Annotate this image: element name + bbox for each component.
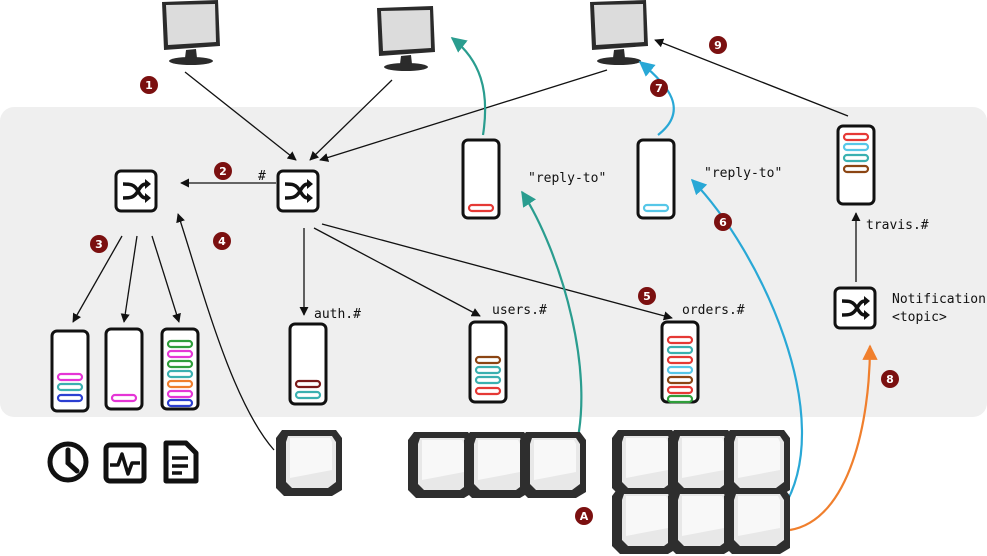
- travis-routing-key: travis.#: [866, 218, 929, 233]
- arrow-main-users: [313, 227, 481, 317]
- svg-text:6: 6: [719, 216, 727, 229]
- auth-routing-key: auth.#: [314, 307, 361, 322]
- svg-text:1: 1: [145, 79, 153, 92]
- svg-text:5: 5: [643, 290, 651, 303]
- step-badge-9: 9: [709, 36, 727, 54]
- users-queue: [468, 320, 508, 404]
- svg-text:8: 8: [886, 373, 894, 386]
- step-badge-8: 8: [881, 370, 899, 388]
- svg-text:4: 4: [218, 235, 226, 248]
- reply-to-label-1: "reply-to": [528, 171, 606, 186]
- teal-reply-arrow-to-monitor2: [450, 37, 487, 136]
- arrow-logging-queue2: [120, 235, 138, 323]
- arrow-main-orders: [321, 223, 673, 321]
- users-routing-key: users.#: [492, 303, 547, 318]
- teal-worker-to-reply-queue: [521, 190, 583, 461]
- step-badge-4: 4: [213, 232, 231, 250]
- step-badge-2: 2: [214, 162, 232, 180]
- notification-exchange-icon: [833, 286, 877, 330]
- order-worker-server-3-icon: [724, 430, 790, 496]
- arrow-logger-to-logging-exchange: [176, 213, 275, 451]
- arrow-logging-queue1: [72, 235, 123, 323]
- step-badge-5: 5: [638, 287, 656, 305]
- monitor-graph-icon: [103, 442, 147, 484]
- step-badge-7: 7: [650, 79, 668, 97]
- topic-label: <topic>: [892, 310, 947, 325]
- client-monitor-1-icon: [162, 0, 220, 65]
- logger-server-icon: [276, 430, 342, 496]
- reply-queue-1: [461, 138, 501, 220]
- svg-text:7: 7: [655, 82, 663, 95]
- svg-text:2: 2: [219, 165, 227, 178]
- step-badge-1: 1: [140, 76, 158, 94]
- svg-text:A: A: [580, 510, 589, 523]
- log-queue-2: [104, 327, 144, 411]
- log-queue-3: [160, 327, 200, 411]
- cyan-reply-arrow-to-monitor3: [638, 61, 675, 136]
- clock-icon: [47, 441, 89, 483]
- reply-to-label-2: "reply-to": [704, 166, 782, 181]
- main-exchange-icon: [276, 169, 320, 213]
- arrow-monitor1-exchange: [184, 71, 297, 161]
- broker-panel: [0, 107, 987, 417]
- logging-exchange-icon: [114, 169, 158, 213]
- step-badge-a: A: [575, 507, 593, 525]
- client-monitor-2-icon: [377, 6, 435, 71]
- step-badge-3: 3: [90, 235, 108, 253]
- svg-text:3: 3: [95, 238, 103, 251]
- hash-label: #: [258, 169, 266, 184]
- arrow-logging-queue3: [151, 235, 181, 323]
- svg-text:9: 9: [714, 39, 722, 52]
- document-icon: [163, 440, 199, 484]
- arrow-monitor2-exchange: [309, 79, 393, 161]
- arrow-monitor3-exchange: [319, 69, 608, 162]
- step-badge-6: 6: [714, 213, 732, 231]
- log-queue-1: [50, 329, 90, 413]
- travis-queue: [836, 124, 876, 206]
- order-worker-server-6-icon: [724, 488, 790, 554]
- orders-queue: [660, 320, 700, 404]
- arrow-travis-monitor3: [654, 38, 849, 117]
- orders-routing-key: orders.#: [682, 303, 745, 318]
- auth-worker-server-3-icon: [520, 432, 586, 498]
- client-monitor-3-icon: [590, 0, 648, 65]
- orange-worker-to-notification: [789, 344, 878, 532]
- reply-queue-2: [636, 138, 676, 220]
- notification-label: Notification: [892, 292, 986, 307]
- auth-queue: [288, 322, 328, 406]
- cyan-worker-to-reply-queue: [690, 178, 804, 511]
